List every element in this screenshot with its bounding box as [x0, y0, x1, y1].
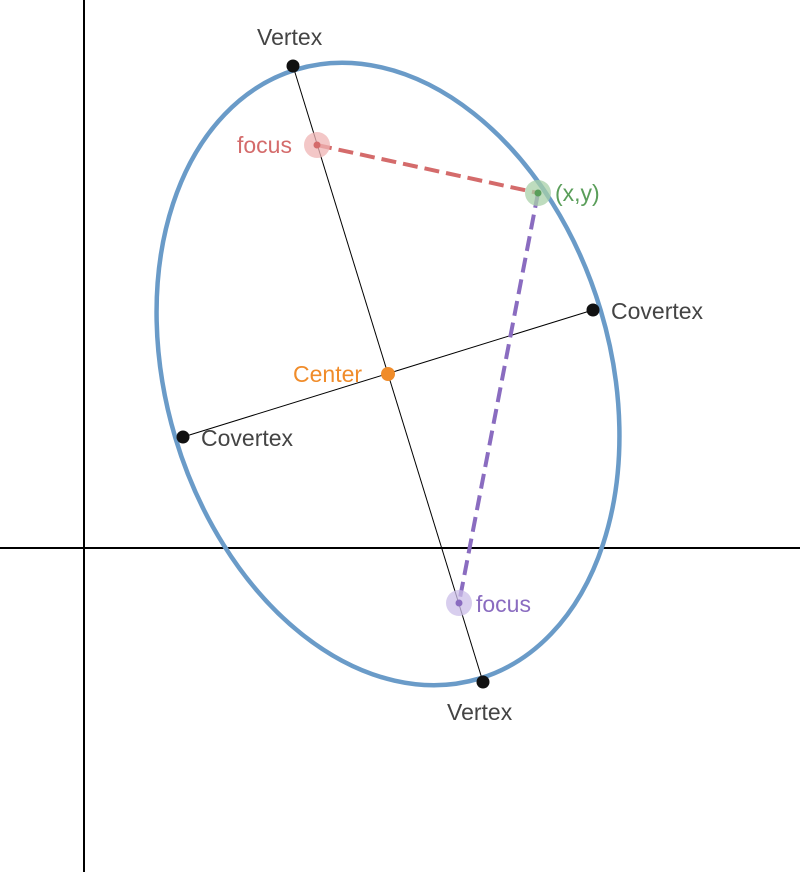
- center-point[interactable]: [381, 367, 395, 381]
- vertex-top-point[interactable]: [286, 59, 300, 73]
- covertex-left-point[interactable]: [176, 430, 190, 444]
- vertex-bottom-point[interactable]: [476, 675, 490, 689]
- focus-top-point[interactable]: [313, 141, 321, 149]
- focus-distance-purple: [457, 192, 540, 604]
- vertex-bottom-label: Vertex: [447, 699, 513, 725]
- covertex-right-point[interactable]: [586, 303, 600, 317]
- covertex-right-label: Covertex: [611, 298, 704, 324]
- focus-distance-red: [316, 143, 539, 195]
- focus-bottom-label: focus: [476, 591, 531, 617]
- focus-top-label: focus: [237, 132, 292, 158]
- point-xy-label: (x,y): [555, 180, 600, 206]
- covertex-left-label: Covertex: [201, 425, 294, 451]
- point-xy-point[interactable]: [534, 189, 542, 197]
- center-label: Center: [293, 361, 362, 387]
- vertex-top-label: Vertex: [257, 24, 323, 50]
- focus-bottom-point[interactable]: [455, 599, 463, 607]
